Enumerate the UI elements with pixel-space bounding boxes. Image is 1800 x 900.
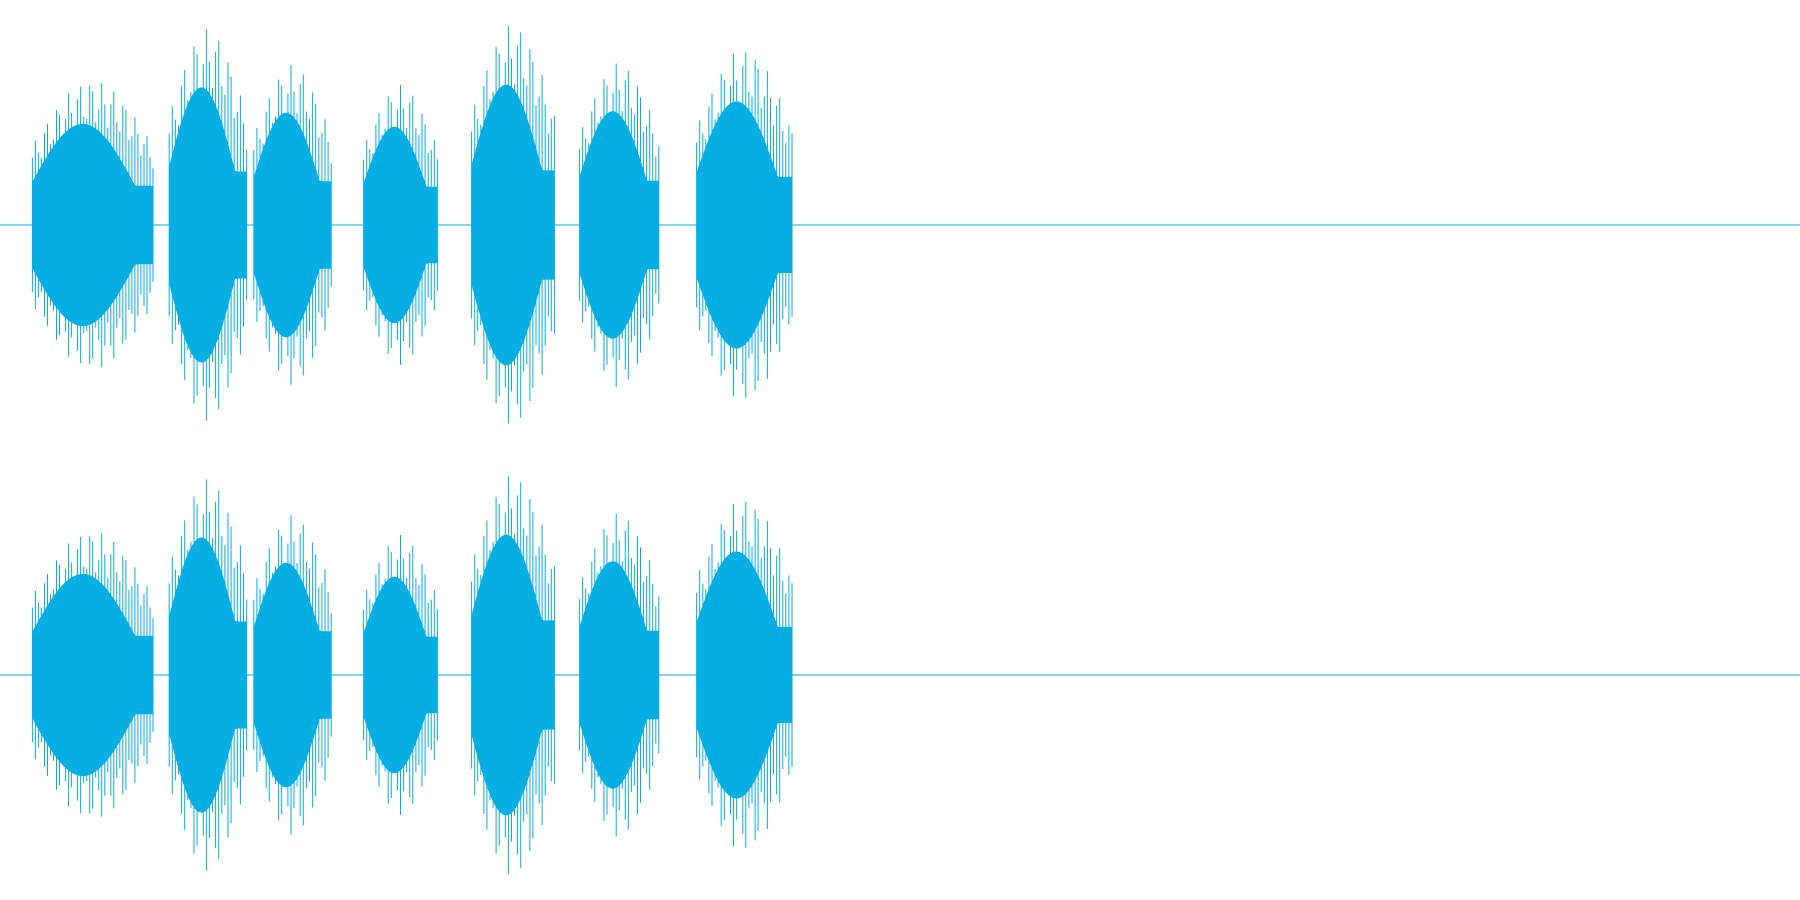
waveform-segment xyxy=(696,52,793,398)
waveform-segment xyxy=(168,479,248,871)
waveform-segment xyxy=(253,515,332,835)
waveform-segment xyxy=(31,533,154,817)
waveform-segment xyxy=(471,476,555,874)
waveform-right xyxy=(0,476,1800,874)
waveform-segment xyxy=(579,513,660,837)
channel-left[interactable] xyxy=(0,0,1800,450)
waveform-segment xyxy=(579,63,660,387)
waveform-segment xyxy=(471,26,555,424)
waveform-segment xyxy=(363,85,438,365)
channel-right[interactable] xyxy=(0,450,1800,900)
waveform-segment xyxy=(696,502,793,848)
waveform-segment xyxy=(31,83,154,367)
waveform-segment xyxy=(363,535,438,815)
waveform-left xyxy=(0,26,1800,424)
waveform-segment xyxy=(168,29,248,421)
waveform-segment xyxy=(253,65,332,385)
